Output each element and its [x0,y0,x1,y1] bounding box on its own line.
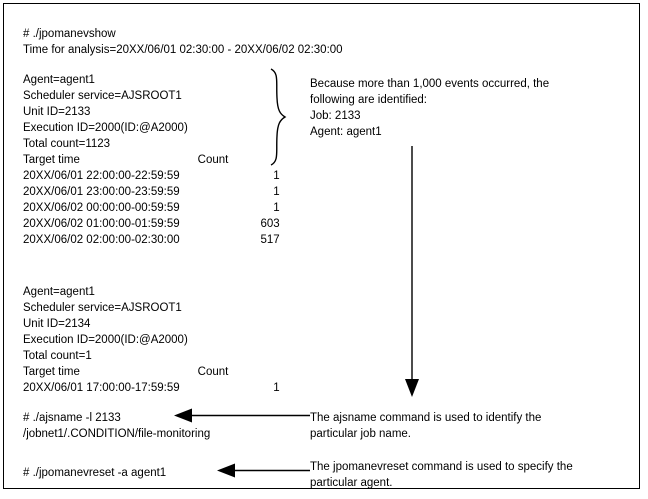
table-row: 20XX/06/01 17:00:00-17:59:59 1 [23,380,290,396]
block1-scheduler-service-line: Scheduler service=AJSROOT1 [23,90,182,102]
cell-target-time: 20XX/06/01 17:00:00-17:59:59 [23,382,180,394]
block2-total-count-line: Total count=1 [23,350,92,362]
block1-execution-id-line: Execution ID=2000(ID:@A2000) [23,122,188,134]
command-jpomanevreset: # ./jpomanevreset -a agent1 [23,467,167,479]
annotation-3-line-1: The jpomanevreset command is used to spe… [310,461,573,473]
block2-execution-id-line: Execution ID=2000(ID:@A2000) [23,334,188,346]
table-row: 20XX/06/02 01:00:00-01:59:59 603 [23,216,290,232]
block2-count-table: Target time Count 20XX/06/01 17:00:00-17… [23,364,290,396]
cell-count: 517 [260,234,280,246]
column-header-target-time: Target time [23,154,80,166]
command-jpomanevshow: # ./jpomanevshow [23,28,116,40]
annotation-1-line-4: Agent: agent1 [310,126,382,138]
cell-count: 1 [273,170,280,182]
block1-total-count-line: Total count=1123 [23,138,111,150]
table-row: 20XX/06/01 23:00:00-23:59:59 1 [23,184,290,200]
time-for-analysis-line: Time for analysis=20XX/06/01 02:30:00 - … [23,44,343,56]
annotation-1-line-2: following are identified: [310,94,427,106]
table-row: 20XX/06/01 22:00:00-22:59:59 1 [23,168,290,184]
annotation-2-line-2: particular job name. [310,428,411,440]
block2-agent-line: Agent=agent1 [23,286,95,298]
block1-agent-line: Agent=agent1 [23,74,95,86]
table-header-row: Target time Count [23,152,290,168]
block1-unit-id-line: Unit ID=2133 [23,106,91,118]
annotation-1-line-1: Because more than 1,000 events occurred,… [310,78,550,90]
command-ajsname: # ./ajsname -l 2133 [23,412,121,424]
cell-count: 1 [273,202,280,214]
cell-count: 1 [273,382,280,394]
leftward-arrow-icon [174,408,310,423]
block2-unit-id-line: Unit ID=2134 [23,318,91,330]
column-header-count: Count [197,366,229,378]
cell-target-time: 20XX/06/02 02:00:00-02:30:00 [23,234,180,246]
table-row: 20XX/06/02 00:00:00-00:59:59 1 [23,200,290,216]
annotation-3-line-2: particular agent. [310,477,393,489]
cell-target-time: 20XX/06/02 01:00:00-01:59:59 [23,218,180,230]
annotation-2-line-1: The ajsname command is used to identify … [310,412,542,424]
downward-arrow-icon [405,146,419,397]
block1-count-table: Target time Count 20XX/06/01 22:00:00-22… [23,152,290,248]
column-header-count: Count [197,154,229,166]
diagram-frame: # ./jpomanevshow Time for analysis=20XX/… [3,3,640,489]
command-ajsname-output: /jobnet1/.CONDITION/file-monitoring [23,428,211,440]
cell-count: 1 [273,186,280,198]
right-curly-brace-icon [270,68,287,166]
table-header-row: Target time Count [23,364,290,380]
column-header-target-time: Target time [23,366,80,378]
cell-count: 603 [260,218,280,230]
leftward-arrow-icon [217,463,310,478]
cell-target-time: 20XX/06/02 00:00:00-00:59:59 [23,202,180,214]
block2-scheduler-service-line: Scheduler service=AJSROOT1 [23,302,182,314]
annotation-1-line-3: Job: 2133 [310,110,361,122]
table-row: 20XX/06/02 02:00:00-02:30:00 517 [23,232,290,248]
cell-target-time: 20XX/06/01 23:00:00-23:59:59 [23,186,180,198]
cell-target-time: 20XX/06/01 22:00:00-22:59:59 [23,170,180,182]
